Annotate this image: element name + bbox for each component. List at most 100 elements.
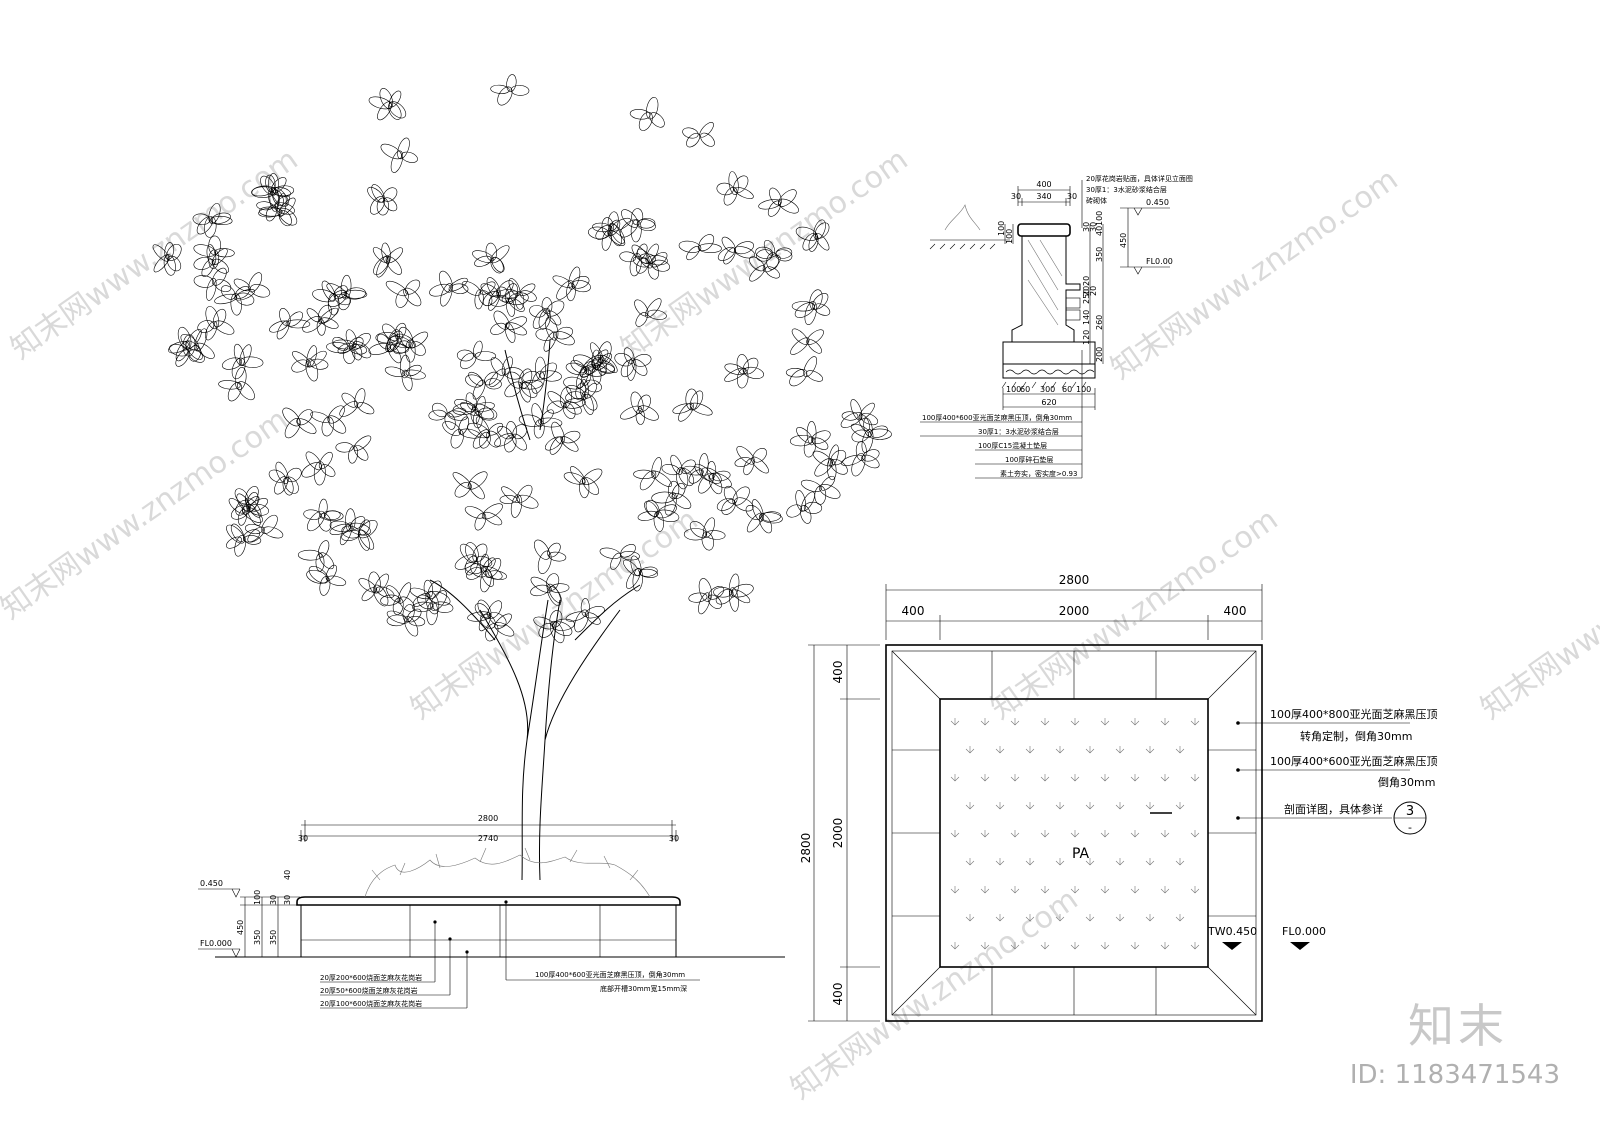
leaf-shape xyxy=(315,553,325,572)
section-bdim-total: 620 xyxy=(1041,398,1056,407)
leaf-shape xyxy=(549,620,565,644)
leaf-shape xyxy=(206,277,217,301)
leaf-shape xyxy=(801,491,815,512)
leaf-shape xyxy=(282,407,301,427)
leaf-shape xyxy=(736,354,749,375)
planting-symbol xyxy=(980,830,990,838)
elevation-vdim: 350 xyxy=(269,930,278,945)
leaf-shape xyxy=(262,526,284,539)
plan-note: 100厚400*600亚光面芝麻黑压顶 xyxy=(1270,754,1438,768)
leaf-shape xyxy=(632,567,643,592)
leaf-shape xyxy=(448,407,466,418)
leaf-shape xyxy=(586,612,601,625)
leaf-shape xyxy=(332,336,349,351)
leaf-shape xyxy=(505,297,516,317)
leaf-shape xyxy=(570,466,586,485)
leaf-shape xyxy=(460,402,479,416)
leaf-shape xyxy=(689,521,707,538)
leaf-shape xyxy=(518,414,542,427)
section-layer-note: 素土夯实，密实度>0.93 xyxy=(1000,469,1077,478)
leaf-shape xyxy=(377,101,392,121)
leaf-shape xyxy=(239,344,252,367)
leaf-shape xyxy=(860,413,879,426)
section-vdim: 450 xyxy=(1119,233,1128,248)
leaf-shape xyxy=(251,186,273,197)
leaf-shape xyxy=(855,441,867,461)
leaf-shape xyxy=(231,357,246,380)
planting-symbol xyxy=(1145,802,1155,810)
leaf-shape xyxy=(651,470,672,487)
leaf-shape xyxy=(498,289,519,299)
leaf-shape xyxy=(802,232,818,251)
leaf-shape xyxy=(678,240,702,253)
leaf-shape xyxy=(506,74,517,92)
leaf-shape xyxy=(296,418,317,434)
leaf-shape xyxy=(405,364,422,377)
leaf-shape xyxy=(403,287,422,307)
leaf-shape xyxy=(429,283,451,297)
leaf-shape xyxy=(755,246,774,259)
leaf-shape xyxy=(638,111,653,131)
leaf-shape xyxy=(800,479,822,492)
leaf-shape xyxy=(501,356,513,376)
leaf-shape xyxy=(627,357,637,381)
leaf-shape xyxy=(317,304,332,324)
elevation-vdim: 40 xyxy=(283,870,292,880)
section-vdim: 260 xyxy=(1095,315,1104,330)
leaf-shape xyxy=(259,206,282,217)
leaf-shape xyxy=(472,543,488,563)
leaf-shape xyxy=(340,274,352,300)
leaf-shape xyxy=(324,510,341,521)
leaf-shape xyxy=(465,392,478,411)
leaf-shape xyxy=(733,175,749,194)
planting-symbol xyxy=(965,802,975,810)
leaf-shape xyxy=(496,286,511,303)
leaf-shape xyxy=(204,216,217,238)
leaf-shape xyxy=(634,299,649,317)
leaf-shape xyxy=(210,215,233,226)
leaf-shape xyxy=(529,305,546,318)
leaf-shape xyxy=(326,575,347,586)
planting-symbol xyxy=(1145,746,1155,754)
leaf-shape xyxy=(373,256,390,276)
planting-symbol xyxy=(1055,802,1065,810)
leaf-shape xyxy=(519,283,536,296)
leaf-shape xyxy=(423,579,434,598)
leaf-shape xyxy=(566,282,576,302)
section-vdim: 20 xyxy=(1082,276,1091,286)
leaf-shape xyxy=(188,349,205,363)
leaf-shape xyxy=(563,376,584,390)
leaf-shape xyxy=(405,339,416,363)
leaf-shape xyxy=(638,405,659,421)
leaf-shape xyxy=(357,402,375,415)
leaf-shape xyxy=(562,430,581,444)
leaf-shape xyxy=(245,497,262,518)
leaf-shape xyxy=(588,226,610,240)
leaf-shape xyxy=(728,171,739,196)
section-vdim: 20 xyxy=(1082,286,1091,296)
leaf-shape xyxy=(472,403,495,420)
watermark-text: 知末网www.znzmo.com xyxy=(1475,502,1600,727)
leaf-shape xyxy=(807,339,822,354)
leaf-shape xyxy=(472,379,486,400)
leaf-shape xyxy=(192,213,211,226)
leaf-shape xyxy=(337,292,351,311)
leaf-shape xyxy=(303,509,322,520)
planting-symbol xyxy=(1160,830,1170,838)
leaf-shape xyxy=(508,292,529,306)
leaf-shape xyxy=(530,584,550,597)
leaf-shape xyxy=(809,289,823,310)
section-bdim: 60 xyxy=(1020,385,1030,394)
planting-symbol xyxy=(1055,858,1065,866)
leaf-shape xyxy=(368,571,381,594)
leaf-shape xyxy=(248,272,263,293)
planting-symbol xyxy=(1055,746,1065,754)
planting-symbol xyxy=(965,914,975,922)
leaf-shape xyxy=(475,416,491,439)
leaf-shape xyxy=(175,340,191,362)
leaf-shape xyxy=(565,611,586,622)
leaf-shape xyxy=(791,301,815,312)
planting-symbol xyxy=(950,942,960,950)
leaf-shape xyxy=(339,522,353,546)
planting-symbol xyxy=(1190,942,1200,950)
